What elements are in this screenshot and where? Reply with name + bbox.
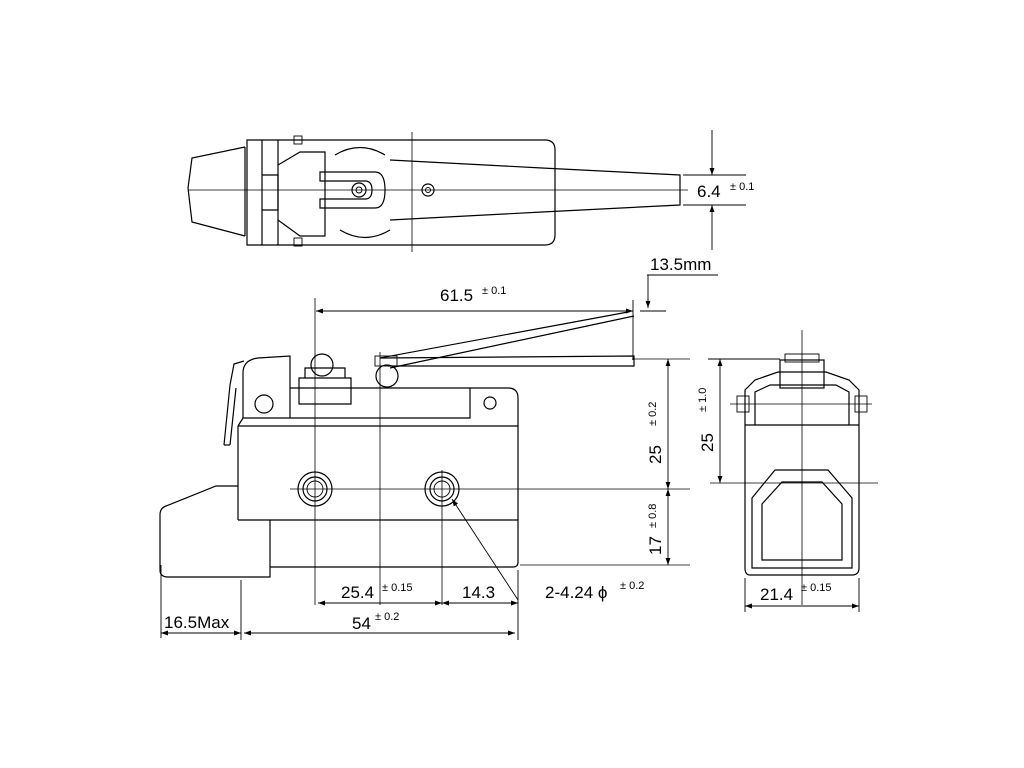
body-width-tolerance: ± 0.15 bbox=[801, 582, 832, 594]
side-height-tolerance: ± 1.0 bbox=[697, 388, 709, 412]
top-view bbox=[187, 132, 688, 252]
dim-hole-spacing: 25.4 ± 0.15 bbox=[318, 582, 442, 606]
hole-spacing-value: 25.4 bbox=[341, 583, 374, 602]
dim-lever-width: 6.4 ± 0.1 bbox=[683, 130, 754, 250]
operating-height-value: 25 bbox=[646, 445, 665, 464]
side-height-value: 25 bbox=[698, 433, 717, 452]
lever-width-tolerance: ± 0.1 bbox=[730, 181, 754, 193]
mount-height-tolerance: ± 0.8 bbox=[647, 504, 659, 528]
dim-operating-height: 25 ± 0.2 bbox=[646, 359, 671, 489]
lever-length-tolerance: ± 0.1 bbox=[482, 285, 506, 297]
body-length-tolerance: ± 0.2 bbox=[375, 611, 399, 623]
dim-actuator-offset: 13.5mm bbox=[640, 255, 718, 312]
actuator-offset-value: 13.5mm bbox=[650, 255, 711, 274]
body-width-value: 21.4 bbox=[760, 585, 793, 604]
mount-height-value: 17 bbox=[646, 536, 665, 555]
hole-size-tolerance: ± 0.2 bbox=[620, 580, 644, 592]
hole-spacing-tolerance: ± 0.15 bbox=[382, 582, 413, 594]
side-view bbox=[710, 330, 878, 605]
lever-width-value: 6.4 bbox=[697, 182, 721, 201]
lever-length-value: 61.5 bbox=[440, 286, 473, 305]
dim-lever-length: 61.5 ± 0.1 bbox=[316, 285, 634, 360]
dim-body-length: 54 ± 0.2 bbox=[244, 570, 519, 640]
dim-body-width: 21.4 ± 0.15 bbox=[744, 578, 860, 612]
operating-height-tolerance: ± 0.2 bbox=[647, 402, 659, 426]
dim-hole-size: 2-4.24 ϕ ± 0.2 bbox=[451, 498, 644, 602]
dim-mount-height: 17 ± 0.8 bbox=[646, 489, 671, 565]
dim-plunger-length: 16.5Max bbox=[160, 565, 242, 640]
body-length-value: 54 bbox=[352, 614, 371, 633]
front-view bbox=[159, 298, 690, 605]
hole-offset-value: 14.3 bbox=[462, 583, 495, 602]
plunger-length-value: 16.5Max bbox=[164, 613, 230, 632]
hole-size-value: 2-4.24 ϕ bbox=[545, 583, 607, 602]
dim-hole-offset: 14.3 bbox=[442, 583, 518, 606]
dim-side-height: 25 ± 1.0 bbox=[697, 358, 780, 483]
